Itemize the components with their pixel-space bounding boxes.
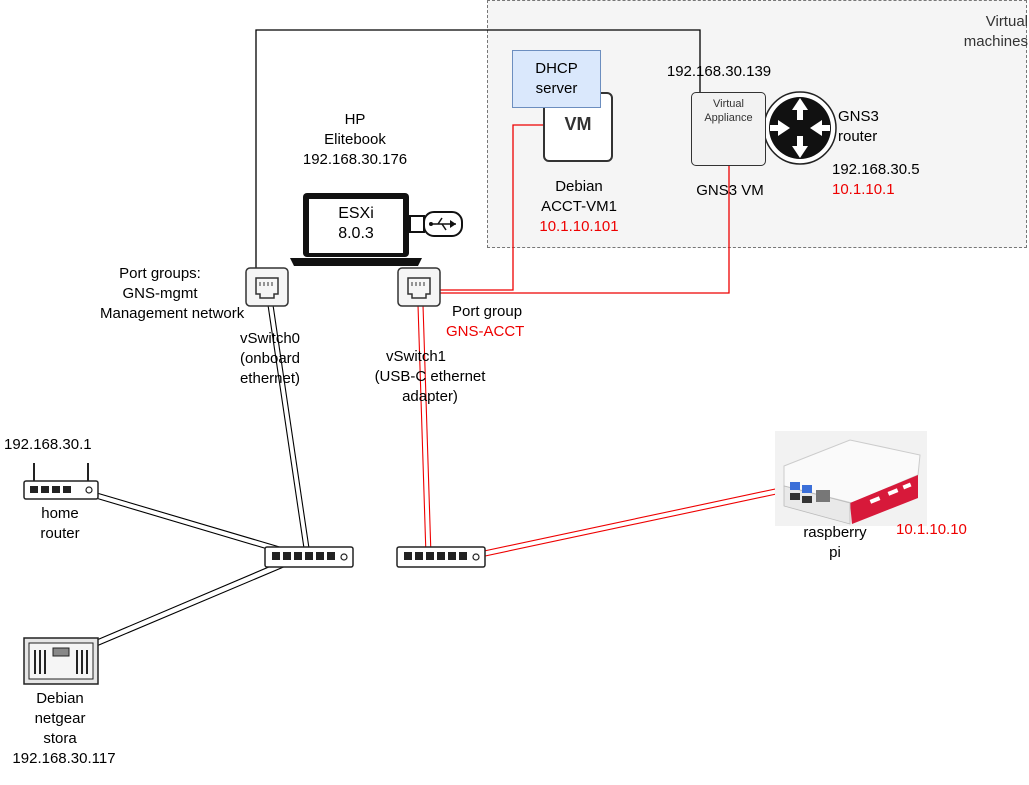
vswitch1-line1: vSwitch1 [385,348,447,365]
cable-nas-to-switch1 [84,557,294,651]
laptop-label-line1: HP [344,111,366,128]
gns3-vm-mgmt-ip: 192.168.30.139 [666,63,772,80]
mgmt-uplink-line [255,29,701,278]
vswitch0-line3: ethernet) [239,370,301,387]
dhcp-label-line1: DHCP [535,60,578,77]
nas-ip: 192.168.30.117 [12,750,116,767]
vswitch1-label: vSwitch1 (USB-C ethernet adapter) [350,347,510,407]
cable-raspberry-to-switch2 [469,487,782,560]
vm-icon-text: VM [564,114,592,134]
raspberry-pi-label-line1: raspberry [803,524,867,541]
switch-mgmt-icon [264,546,354,568]
region-label-line2: machines [963,33,1028,50]
port-groups-line1: Port groups: [119,265,201,282]
esxi-label: ESXi [338,205,374,222]
vswitch0-line2: (onboard [239,350,301,367]
port-groups-line2: GNS-mgmt [122,285,198,302]
acct-gns3-line [432,166,730,294]
gns3-router-label-line1: GNS3 [838,108,879,125]
esxi-version: 8.0.3 [338,225,374,242]
dhcp-label-line2: server [535,80,578,97]
debian-vm-ip: 10.1.10.101 [539,218,619,235]
home-router-label-line1: home [41,505,79,522]
switch-acct-icon [396,546,486,568]
ethernet-port-icon-vswitch1 [397,267,441,307]
port-group-right-line1: Port group [452,303,523,320]
nas-label: Debian netgear stora 192.168.30.117 [0,689,120,769]
usb-stick-icon [409,211,463,237]
gns3-router-icon [763,91,837,165]
gns3-router-ips: 192.168.30.5 10.1.10.1 [832,160,920,200]
vswitch0-line1: vSwitch0 [239,330,301,347]
raspberry-pi-ip: 10.1.10.10 [896,521,967,538]
laptop-label-line2: Elitebook [324,131,386,148]
ethernet-port-icon-vswitch0 [245,267,289,307]
port-group-right-line2: GNS-ACCT [446,323,525,340]
nas-server-icon [23,637,99,685]
debian-vm-label-line2: ACCT-VM1 [541,198,617,215]
raspberry-pi-label-line2: pi [829,544,841,561]
laptop-screen-text: ESXi 8.0.3 [309,204,403,244]
home-router-label-line2: router [40,525,80,542]
laptop-label: HP Elitebook 192.168.30.176 [280,110,430,170]
cable-vswitch1-to-switch2 [417,304,432,557]
home-router-icon [23,463,99,500]
virtual-appliance-icon: Virtual Appliance [691,92,766,166]
gns3-router-mgmt-ip: 192.168.30.5 [832,161,920,178]
raspberry-pi-label: raspberry pi [790,523,880,563]
dhcp-server-box: DHCP server [512,50,601,108]
port-group-right-label: Port group GNS-ACCT [446,302,524,342]
vswitch1-line3: adapter) [402,388,458,405]
vswitch0-label: vSwitch0 (onboard ethernet) [210,329,330,389]
cable-vswitch0-to-switch1 [267,304,311,556]
vswitch1-line2: (USB-C ethernet [374,368,486,385]
acct-vm-line [432,124,543,291]
gns3-vm-label: GNS3 VM [696,182,764,199]
gns3-router-label-line2: router [838,128,878,145]
region-label-line1: Virtual [985,13,1028,30]
port-groups-line3: Management network [100,305,245,322]
raspberry-pi-icon [775,431,927,526]
gns3-router-label: GNS3 router [838,107,879,147]
nas-label-line3: stora [43,730,77,747]
laptop-icon [290,193,422,266]
home-router-ip: 192.168.30.1 [4,436,92,453]
port-groups-left-label: Port groups: GNS-mgmt Management network [80,264,245,324]
nas-label-line1: Debian [36,690,84,707]
nas-label-line2: netgear [34,710,86,727]
debian-vm-label: Debian ACCT-VM1 10.1.10.101 [520,177,638,237]
virtual-machines-label: Virtual machines [960,12,1028,52]
home-router-label: home router [20,504,100,544]
debian-vm-label-line1: Debian [555,178,603,195]
laptop-ip: 192.168.30.176 [302,151,408,168]
appliance-label-line1: Virtual [713,98,744,110]
gns3-router-acct-ip: 10.1.10.1 [832,181,895,198]
appliance-label-line2: Appliance [704,112,753,124]
